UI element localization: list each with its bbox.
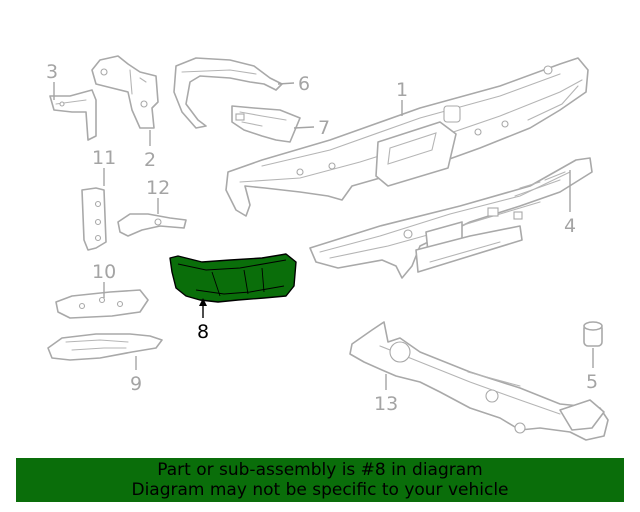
callout-13: 13: [374, 374, 398, 415]
part-7-bracket[interactable]: [231, 105, 301, 143]
part-9-step[interactable]: [47, 333, 163, 361]
part-12-bracket[interactable]: [117, 213, 187, 237]
part-11-bracket[interactable]: [81, 187, 107, 251]
banner-line-1: Part or sub-assembly is #8 in diagram: [157, 460, 483, 480]
part-4-step-pad[interactable]: [309, 157, 593, 279]
callout-12: 12: [146, 177, 170, 214]
callout-2: 2: [144, 130, 156, 171]
svg-text:3: 3: [46, 61, 58, 83]
svg-text:9: 9: [130, 373, 142, 395]
svg-text:10: 10: [92, 261, 116, 283]
callout-4: 4: [564, 170, 576, 237]
svg-text:12: 12: [146, 177, 170, 199]
svg-text:11: 11: [92, 147, 116, 169]
svg-text:2: 2: [144, 149, 156, 171]
svg-text:7: 7: [318, 117, 330, 139]
part-5-plug[interactable]: [583, 321, 603, 347]
callout-8: 8: [197, 298, 209, 343]
part-6-cover[interactable]: [173, 57, 283, 129]
callout-3: 3: [46, 61, 58, 100]
callout-11: 11: [92, 147, 116, 186]
part-3-bracket[interactable]: [49, 89, 97, 141]
callout-6: 6: [277, 73, 310, 95]
part-13-hitch[interactable]: [349, 321, 609, 441]
part-1-rear-bumper[interactable]: [225, 57, 589, 217]
part-2-bracket[interactable]: [91, 55, 159, 129]
parts-diagram: 1 2 3 4 5 6 7 8 9 10 11 12: [46, 55, 609, 441]
callout-9: 9: [130, 356, 142, 395]
svg-text:1: 1: [396, 79, 408, 101]
callout-10: 10: [92, 261, 116, 298]
svg-text:8: 8: [197, 321, 209, 343]
svg-text:13: 13: [374, 393, 398, 415]
callout-1: 1: [396, 79, 408, 116]
svg-text:6: 6: [298, 73, 310, 95]
svg-text:5: 5: [586, 371, 598, 393]
info-banner: Part or sub-assembly is #8 in diagram Di…: [16, 458, 624, 502]
banner-line-2: Diagram may not be specific to your vehi…: [131, 480, 509, 500]
callout-5: 5: [586, 348, 598, 393]
callout-7: 7: [293, 117, 330, 139]
part-8-highlighted-cover[interactable]: [169, 253, 297, 303]
svg-text:4: 4: [564, 215, 576, 237]
part-10-step-bracket[interactable]: [55, 289, 149, 319]
